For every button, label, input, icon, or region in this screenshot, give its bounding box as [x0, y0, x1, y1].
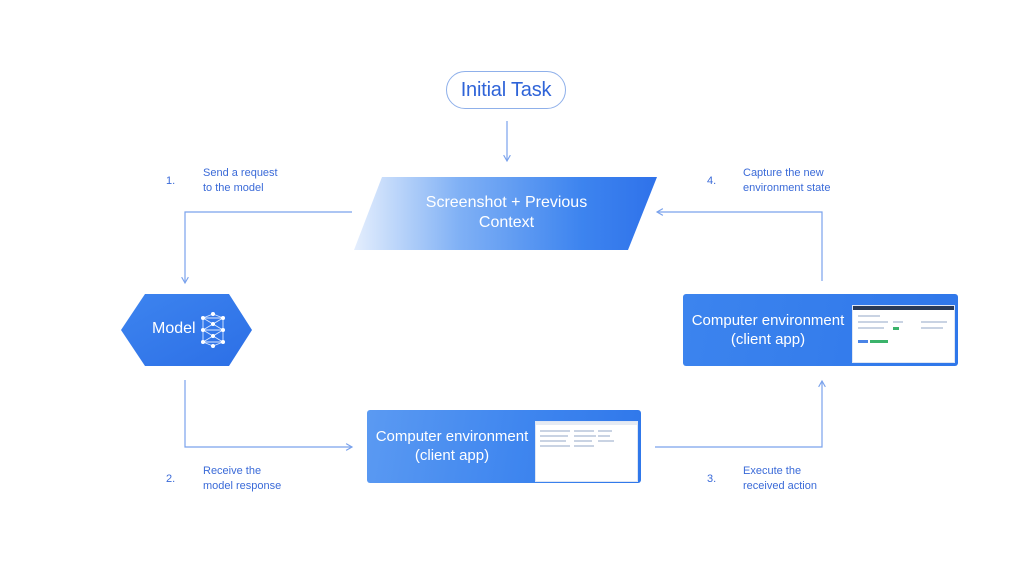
- app-screenshot-thumbnail: [535, 421, 638, 482]
- context-node: Screenshot + Previous Context: [354, 176, 659, 250]
- arrow-context-to-model: [181, 211, 352, 285]
- arrow-env-to-env: [655, 379, 826, 448]
- step-3-text: Execute the received action: [743, 465, 817, 492]
- thumbnail-line: [858, 321, 888, 323]
- thumbnail-status: [893, 327, 899, 330]
- model-node-label: Model: [152, 320, 196, 337]
- thumbnail-button: [858, 340, 868, 343]
- thumbnail-line: [574, 435, 596, 437]
- model-node: Model: [121, 294, 253, 366]
- initial-task-label: Initial Task: [460, 78, 552, 101]
- step-1-text: Send a request to the model: [203, 167, 278, 194]
- thumbnail-line: [574, 430, 594, 432]
- context-node-shape: [354, 177, 657, 250]
- neural-network-icon: [201, 312, 225, 348]
- initial-task-node: Initial Task: [446, 71, 566, 109]
- arrow-model-to-env: [184, 380, 354, 451]
- thumbnail-titlebar: [536, 422, 637, 425]
- step-3-number: 3.: [707, 473, 717, 485]
- thumbnail-line: [540, 435, 568, 437]
- thumbnail-line: [598, 435, 610, 437]
- model-node-shape: [121, 294, 252, 366]
- thumbnail-line: [921, 321, 947, 323]
- thumbnail-line: [598, 440, 614, 442]
- step-2-text: Receive the model response: [203, 465, 282, 492]
- context-node-label: Screenshot + Previous Context: [425, 194, 588, 231]
- step-4-number: 4.: [707, 175, 717, 187]
- thumbnail-titlebar: [853, 306, 954, 310]
- step-2-number: 2.: [166, 473, 176, 485]
- step-4-text: Capture the new environment state: [743, 167, 831, 194]
- thumbnail-line: [540, 430, 570, 432]
- app-screenshot-thumbnail: [852, 305, 955, 363]
- thumbnail-button: [870, 340, 888, 343]
- env-right-label: Computer environment (client app): [691, 312, 845, 348]
- thumbnail-line: [598, 430, 612, 432]
- computer-environment-right: Computer environment (client app): [683, 294, 958, 366]
- thumbnail-line: [893, 321, 903, 323]
- thumbnail-line: [540, 445, 570, 447]
- thumbnail-line: [858, 315, 880, 317]
- env-bottom-label: Computer environment (client app): [375, 428, 529, 464]
- thumbnail-line: [858, 327, 884, 329]
- thumbnail-line: [574, 445, 594, 447]
- thumbnail-line: [574, 440, 592, 442]
- thumbnail-line: [540, 440, 566, 442]
- computer-environment-bottom: Computer environment (client app): [367, 410, 641, 483]
- step-1-number: 1.: [166, 175, 176, 187]
- thumbnail-line: [921, 327, 943, 329]
- arrow-env-to-context: [655, 208, 823, 281]
